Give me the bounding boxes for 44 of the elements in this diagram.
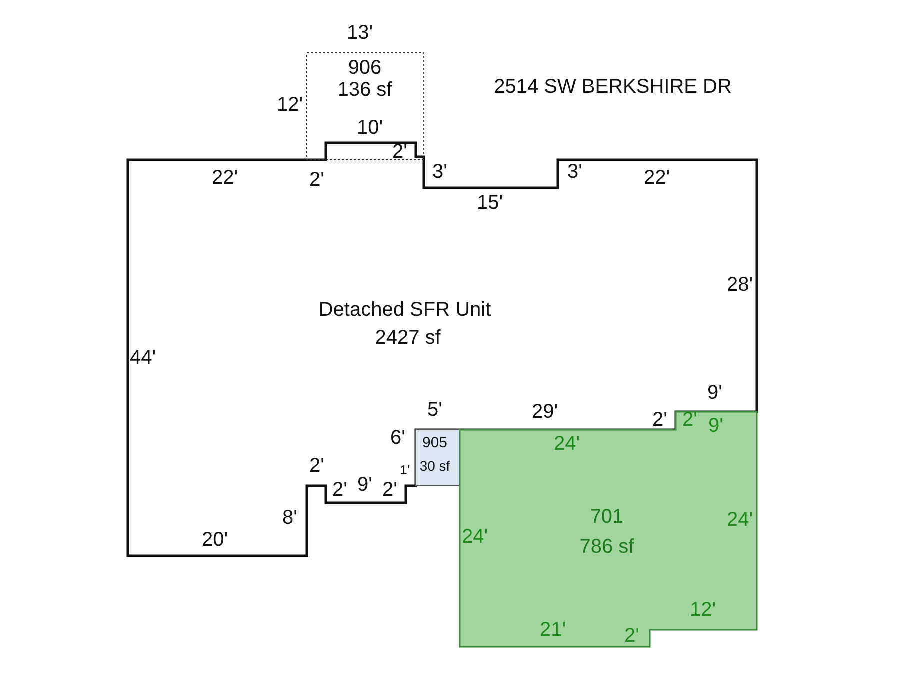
area-size: 30 sf	[420, 459, 450, 473]
dimension-label: 15'	[476, 193, 504, 213]
area-size: 786 sf	[580, 537, 634, 557]
dimension-label: 2'	[382, 480, 398, 500]
area-name: 905	[422, 436, 448, 450]
dimension-label: 5'	[428, 400, 442, 420]
dimension-label: 2'	[624, 626, 640, 646]
dimension-label: 2'	[332, 480, 348, 500]
area-size: 2427 sf	[375, 328, 441, 348]
dimension-label: 28'	[726, 275, 754, 295]
dimension-label: 29'	[532, 402, 558, 422]
dimension-label: 20'	[202, 530, 228, 550]
dimension-label: 24'	[554, 434, 580, 454]
dimension-label: 12'	[690, 600, 716, 620]
dimension-label: 2'	[652, 410, 668, 430]
area-name: 701	[590, 507, 624, 527]
dimension-label: 24'	[726, 510, 754, 530]
dimension-label: 6'	[390, 428, 406, 448]
dimension-label: 22'	[644, 168, 670, 188]
floor-plan-outline	[128, 143, 757, 556]
dimension-label: 8'	[282, 508, 298, 528]
small-area-box	[416, 430, 460, 486]
area-size: 136 sf	[338, 80, 392, 100]
dimension-label: 13'	[346, 23, 374, 43]
address-heading: 2514 SW BERKSHIRE DR	[494, 77, 732, 97]
dimension-label: 2'	[682, 410, 698, 430]
dimension-label: 44'	[130, 348, 156, 368]
dimension-label: 9'	[708, 416, 724, 436]
dashed-area-outline	[307, 53, 424, 160]
dimension-label: 9'	[708, 383, 722, 403]
dimension-label: 22'	[212, 168, 238, 188]
area-name: Detached SFR Unit	[318, 300, 492, 320]
dimension-label: 9'	[358, 475, 372, 495]
dimension-label: 3'	[568, 162, 582, 182]
dimension-label: 2'	[310, 170, 324, 190]
dimension-label: 3'	[432, 162, 448, 182]
area-name: 906	[348, 58, 382, 78]
dimension-label: 2'	[310, 456, 324, 476]
dimension-label: 1'	[400, 464, 410, 476]
dimension-label: 2'	[392, 142, 408, 162]
dimension-label: 12'	[276, 95, 304, 115]
dimension-label: 10'	[356, 118, 384, 138]
dimension-label: 24'	[462, 527, 488, 547]
dimension-label: 21'	[540, 620, 566, 640]
